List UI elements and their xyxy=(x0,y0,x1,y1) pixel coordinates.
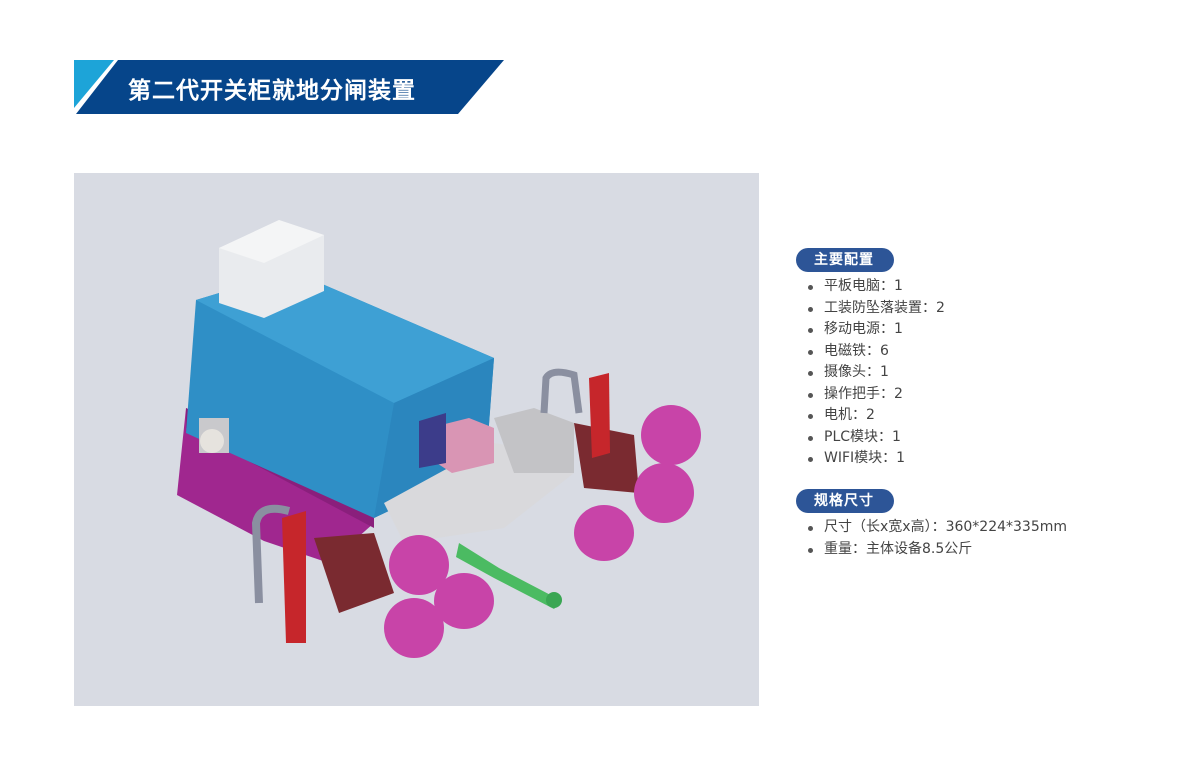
list-item: 摄像头：1 xyxy=(796,362,945,384)
main-config-heading: 主要配置 xyxy=(796,248,894,272)
banner-shape xyxy=(74,60,504,114)
device-render xyxy=(177,220,701,658)
specs-heading: 规格尺寸 xyxy=(796,489,894,513)
list-item: WIFI模块：1 xyxy=(796,448,945,470)
title-banner: 第二代开关柜就地分闸装置 xyxy=(74,60,504,114)
list-item: PLC模块：1 xyxy=(796,427,945,449)
product-image xyxy=(74,173,759,706)
main-config-list: 平板电脑：1 工装防坠落装置：2 移动电源：1 电磁铁：6 摄像头：1 操作把手… xyxy=(796,276,945,470)
page-title: 第二代开关柜就地分闸装置 xyxy=(128,78,416,104)
list-item: 操作把手：2 xyxy=(796,384,945,406)
list-item: 工装防坠落装置：2 xyxy=(796,298,945,320)
list-item: 移动电源：1 xyxy=(796,319,945,341)
list-item: 重量：主体设备8.5公斤 xyxy=(796,539,1067,561)
specs-list: 尺寸（长x宽x高）：360*224*335mm 重量：主体设备8.5公斤 xyxy=(796,517,1067,560)
main-config-section: 主要配置 平板电脑：1 工装防坠落装置：2 移动电源：1 电磁铁：6 摄像头：1… xyxy=(796,248,945,470)
list-item: 电磁铁：6 xyxy=(796,341,945,363)
list-item: 电机：2 xyxy=(796,405,945,427)
list-item: 尺寸（长x宽x高）：360*224*335mm xyxy=(796,517,1067,539)
specs-section: 规格尺寸 尺寸（长x宽x高）：360*224*335mm 重量：主体设备8.5公… xyxy=(796,489,1067,560)
list-item: 平板电脑：1 xyxy=(796,276,945,298)
